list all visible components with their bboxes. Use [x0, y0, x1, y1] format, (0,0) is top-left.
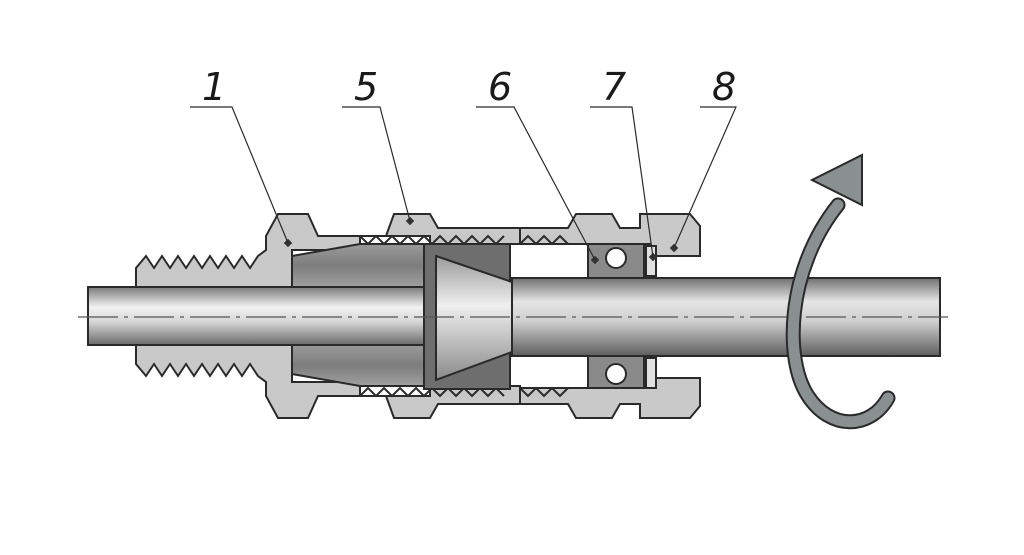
left-tube — [87, 286, 439, 346]
callout-5: 5 — [354, 65, 378, 109]
callout-8: 8 — [712, 65, 736, 109]
callout-6: 6 — [488, 65, 512, 109]
callout-labels: 1 5 6 7 8 — [202, 65, 736, 109]
rotation-arrow-head — [809, 153, 863, 207]
seal-ring-6 — [587, 243, 645, 389]
callout-1: 1 — [202, 65, 226, 109]
callout-7: 7 — [602, 65, 626, 109]
rotation-arrow — [785, 153, 896, 430]
leader-lines — [190, 106, 737, 261]
